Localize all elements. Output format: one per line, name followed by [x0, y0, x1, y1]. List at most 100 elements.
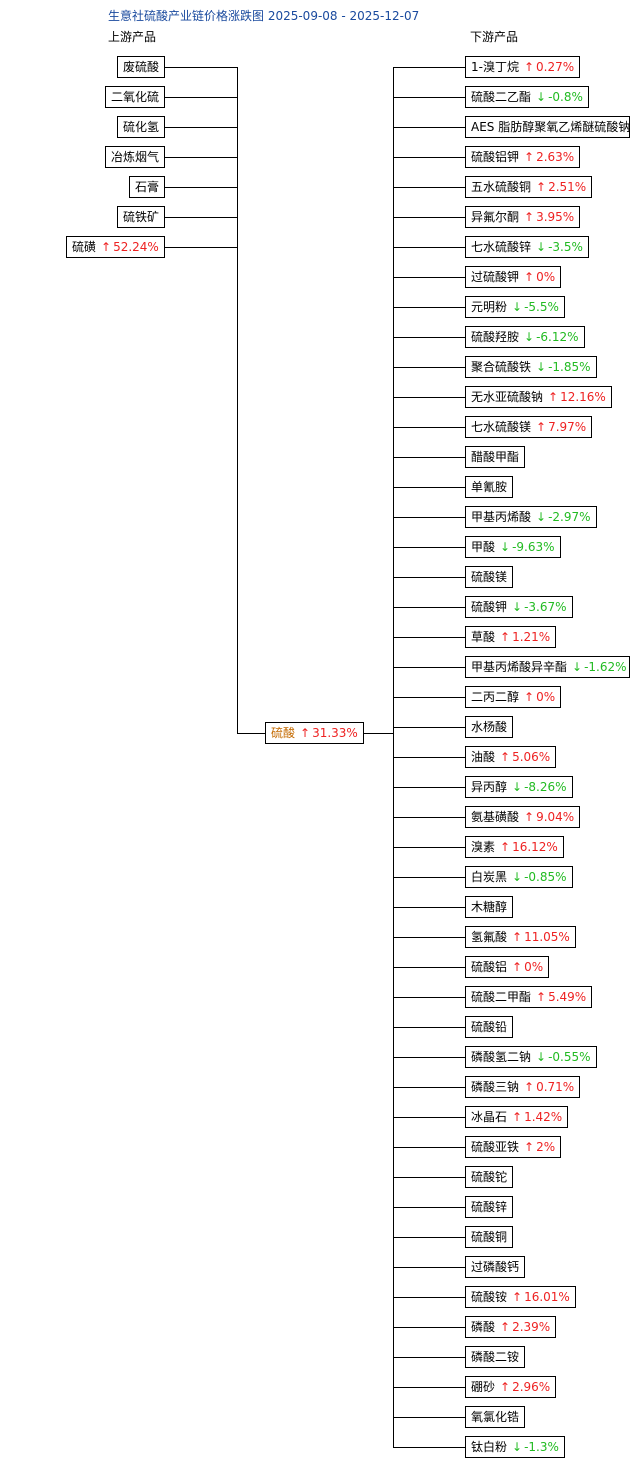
downstream-node[interactable]: 硫酸铜 — [465, 1226, 514, 1248]
connector-line — [393, 457, 465, 458]
downstream-node[interactable]: 冰晶石↑1.42% — [465, 1106, 569, 1128]
arrow-up-icon: ↑ — [512, 1290, 523, 1304]
downstream-node[interactable]: 木糖醇 — [465, 896, 514, 918]
product-name: 磷酸 — [471, 1320, 496, 1334]
downstream-node[interactable]: 硫酸铝钾↑2.63% — [465, 146, 581, 168]
downstream-node[interactable]: 氨基磺酸↑9.04% — [465, 806, 581, 828]
upstream-node[interactable]: 硫化氢 — [117, 116, 166, 138]
arrow-down-icon: ↓ — [524, 330, 535, 344]
downstream-node[interactable]: AES 脂肪醇聚氧乙烯醚硫酸钠 — [465, 116, 630, 138]
product-name: 硫酸二甲酯 — [471, 990, 532, 1004]
connector-line — [393, 277, 465, 278]
upstream-node[interactable]: 冶炼烟气 — [105, 146, 166, 168]
product-name: 氨基磺酸 — [471, 810, 520, 824]
downstream-node[interactable]: 硫酸铵↑16.01% — [465, 1286, 576, 1308]
page-title: 生意社硫酸产业链价格涨跌图 2025-09-08 - 2025-12-07 — [108, 9, 420, 23]
product-name: 磷酸二铵 — [471, 1350, 520, 1364]
downstream-node[interactable]: 单氰胺 — [465, 476, 514, 498]
connector-line — [393, 1117, 465, 1118]
downstream-node[interactable]: 甲基丙烯酸↓-2.97% — [465, 506, 597, 528]
downstream-node[interactable]: 磷酸氢二钠↓-0.55% — [465, 1046, 597, 1068]
arrow-down-icon: ↓ — [536, 90, 547, 104]
product-name: 氧氯化锆 — [471, 1410, 520, 1424]
upstream-node[interactable]: 硫磺↑52.24% — [66, 236, 165, 258]
downstream-node[interactable]: 甲基丙烯酸异辛酯↓-1.62% — [465, 656, 630, 678]
arrow-up-icon: ↑ — [101, 240, 112, 254]
connector-line — [393, 847, 465, 848]
connector-line — [393, 607, 465, 608]
upstream-node[interactable]: 石膏 — [129, 176, 166, 198]
product-name: 元明粉 — [471, 300, 508, 314]
product-name: 过磷酸钙 — [471, 1260, 520, 1274]
downstream-node[interactable]: 硫酸羟胺↓-6.12% — [465, 326, 585, 348]
connector-line — [393, 427, 465, 428]
arrow-down-icon: ↓ — [512, 300, 523, 314]
downstream-node[interactable]: 七水硫酸锌↓-3.5% — [465, 236, 589, 258]
downstream-node[interactable]: 硫酸锌 — [465, 1196, 514, 1218]
price-change: 0% — [524, 960, 544, 974]
downstream-node[interactable]: 1-溴丁烷↑0.27% — [465, 56, 581, 78]
connector-line — [165, 187, 237, 188]
downstream-node[interactable]: 醋酸甲酯 — [465, 446, 526, 468]
upstream-node[interactable]: 废硫酸 — [117, 56, 166, 78]
connector-line — [393, 637, 465, 638]
downstream-node[interactable]: 硫酸钾↓-3.67% — [465, 596, 573, 618]
downstream-node[interactable]: 甲酸↓-9.63% — [465, 536, 561, 558]
product-name: 二氧化硫 — [111, 90, 160, 104]
downstream-node[interactable]: 硼砂↑2.96% — [465, 1376, 557, 1398]
downstream-node[interactable]: 草酸↑1.21% — [465, 626, 557, 648]
upstream-node[interactable]: 二氧化硫 — [105, 86, 166, 108]
connector-line — [393, 787, 465, 788]
product-name: 硫酸铅 — [471, 1020, 508, 1034]
downstream-node[interactable]: 硫酸镁 — [465, 566, 514, 588]
downstream-node[interactable]: 水杨酸 — [465, 716, 514, 738]
price-change: 3.95% — [536, 210, 575, 224]
product-name: 磷酸三钠 — [471, 1080, 520, 1094]
downstream-node[interactable]: 氢氟酸↑11.05% — [465, 926, 576, 948]
downstream-node[interactable]: 七水硫酸镁↑7.97% — [465, 416, 593, 438]
downstream-node[interactable]: 磷酸三钠↑0.71% — [465, 1076, 581, 1098]
downstream-node[interactable]: 聚合硫酸铁↓-1.85% — [465, 356, 597, 378]
price-change: 5.49% — [548, 990, 587, 1004]
center-node[interactable]: 硫酸↑31.33% — [265, 722, 364, 744]
upstream-header: 上游产品 — [108, 30, 157, 44]
downstream-node[interactable]: 无水亚硫酸钠↑12.16% — [465, 386, 612, 408]
downstream-node[interactable]: 白炭黑↓-0.85% — [465, 866, 573, 888]
downstream-node[interactable]: 磷酸二铵 — [465, 1346, 526, 1368]
arrow-up-icon: ↑ — [536, 180, 547, 194]
downstream-node[interactable]: 硫酸铝↑0% — [465, 956, 550, 978]
downstream-node[interactable]: 硫酸铅 — [465, 1016, 514, 1038]
downstream-node[interactable]: 硫酸铊 — [465, 1166, 514, 1188]
downstream-node[interactable]: 过硫酸钾↑0% — [465, 266, 562, 288]
arrow-down-icon: ↓ — [512, 600, 523, 614]
downstream-node[interactable]: 硫酸二乙酯↓-0.8% — [465, 86, 589, 108]
price-change: 12.16% — [560, 390, 606, 404]
downstream-node[interactable]: 五水硫酸铜↑2.51% — [465, 176, 593, 198]
connector-line — [393, 1147, 465, 1148]
price-change: 0.27% — [536, 60, 575, 74]
downstream-node[interactable]: 溴素↑16.12% — [465, 836, 564, 858]
downstream-node[interactable]: 油酸↑5.06% — [465, 746, 557, 768]
product-name: 油酸 — [471, 750, 496, 764]
downstream-node[interactable]: 异丙醇↓-8.26% — [465, 776, 573, 798]
price-change: 0.71% — [536, 1080, 575, 1094]
downstream-node[interactable]: 硫酸二甲酯↑5.49% — [465, 986, 593, 1008]
arrow-down-icon: ↓ — [512, 780, 523, 794]
downstream-node[interactable]: 异氟尔酮↑3.95% — [465, 206, 581, 228]
connector-line — [393, 877, 465, 878]
upstream-node[interactable]: 硫铁矿 — [117, 206, 166, 228]
downstream-node[interactable]: 磷酸↑2.39% — [465, 1316, 557, 1338]
connector-line — [393, 67, 465, 68]
arrow-down-icon: ↓ — [512, 1440, 523, 1454]
downstream-node[interactable]: 过磷酸钙 — [465, 1256, 526, 1278]
product-name: 硫酸亚铁 — [471, 1140, 520, 1154]
product-name: 硫酸铊 — [471, 1170, 508, 1184]
product-name: 异丙醇 — [471, 780, 508, 794]
downstream-node[interactable]: 元明粉↓-5.5% — [465, 296, 565, 318]
downstream-node[interactable]: 氧氯化锆 — [465, 1406, 526, 1428]
product-name: 草酸 — [471, 630, 496, 644]
downstream-node[interactable]: 钛白粉↓-1.3% — [465, 1436, 565, 1458]
downstream-node[interactable]: 二丙二醇↑0% — [465, 686, 562, 708]
arrow-up-icon: ↑ — [524, 1140, 535, 1154]
downstream-node[interactable]: 硫酸亚铁↑2% — [465, 1136, 562, 1158]
